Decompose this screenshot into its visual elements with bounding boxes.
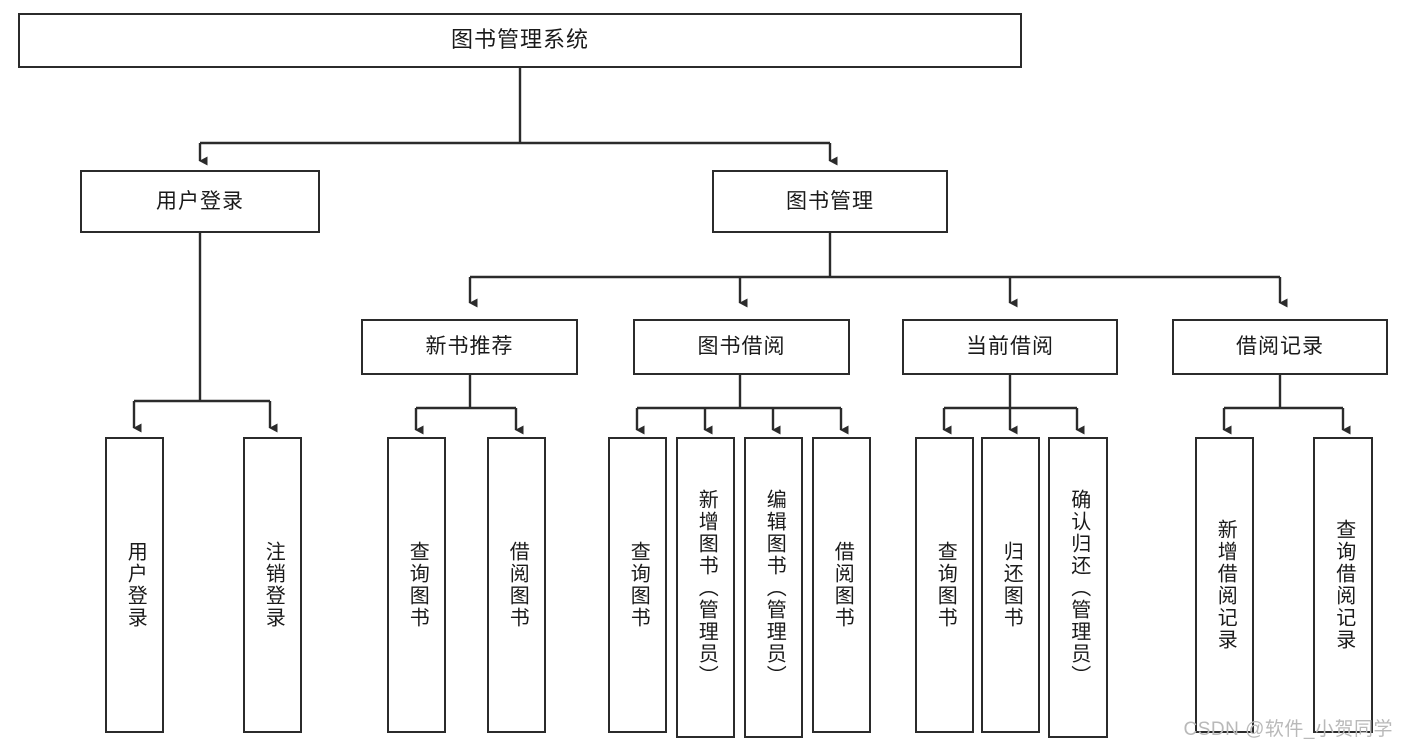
- node-user-login[interactable]: 用户登录: [80, 170, 320, 233]
- leaf-current-return-book[interactable]: 归还图书: [981, 437, 1040, 733]
- leaf-user-login-logout[interactable]: 注销登录: [243, 437, 302, 733]
- leaf-record-add-record[interactable]: 新增借阅记录: [1195, 437, 1254, 733]
- node-book-borrow[interactable]: 图书借阅: [633, 319, 850, 375]
- leaf-borrow-query-book[interactable]: 查询图书: [608, 437, 667, 733]
- leaf-current-query-book[interactable]: 查询图书: [915, 437, 974, 733]
- leaf-label: 确认归还（管理员）: [1067, 488, 1090, 687]
- leaf-label: 查询借阅记录: [1332, 519, 1355, 651]
- node-new-book-recommend[interactable]: 新书推荐: [361, 319, 578, 375]
- node-borrow-record[interactable]: 借阅记录: [1172, 319, 1388, 375]
- leaf-label: 新增借阅记录: [1214, 519, 1237, 651]
- leaf-label: 借阅图书: [506, 541, 529, 629]
- leaf-borrow-add-book-admin[interactable]: 新增图书（管理员）: [676, 437, 735, 738]
- leaf-label: 用户登录: [124, 541, 147, 629]
- leaf-user-login-login[interactable]: 用户登录: [105, 437, 164, 733]
- leaf-recommend-borrow-book[interactable]: 借阅图书: [487, 437, 546, 733]
- leaf-label: 新增图书（管理员）: [695, 488, 718, 687]
- node-current-borrow[interactable]: 当前借阅: [902, 319, 1118, 375]
- leaf-label: 注销登录: [262, 541, 285, 629]
- leaf-recommend-query-book[interactable]: 查询图书: [387, 437, 446, 733]
- csdn-watermark: CSDN @软件_小贺同学: [1183, 719, 1393, 740]
- leaf-label: 查询图书: [934, 541, 957, 629]
- leaf-borrow-borrow-book[interactable]: 借阅图书: [812, 437, 871, 733]
- leaf-label: 查询图书: [627, 541, 650, 629]
- leaf-current-confirm-return-admin[interactable]: 确认归还（管理员）: [1048, 437, 1108, 738]
- node-root-system[interactable]: 图书管理系统: [18, 13, 1022, 68]
- node-book-management[interactable]: 图书管理: [712, 170, 948, 233]
- leaf-label: 查询图书: [406, 541, 429, 629]
- leaf-label: 编辑图书（管理员）: [763, 488, 786, 687]
- leaf-borrow-edit-book-admin[interactable]: 编辑图书（管理员）: [744, 437, 803, 738]
- leaf-label: 归还图书: [1000, 541, 1023, 629]
- leaf-record-query-record[interactable]: 查询借阅记录: [1313, 437, 1373, 733]
- leaf-label: 借阅图书: [831, 541, 854, 629]
